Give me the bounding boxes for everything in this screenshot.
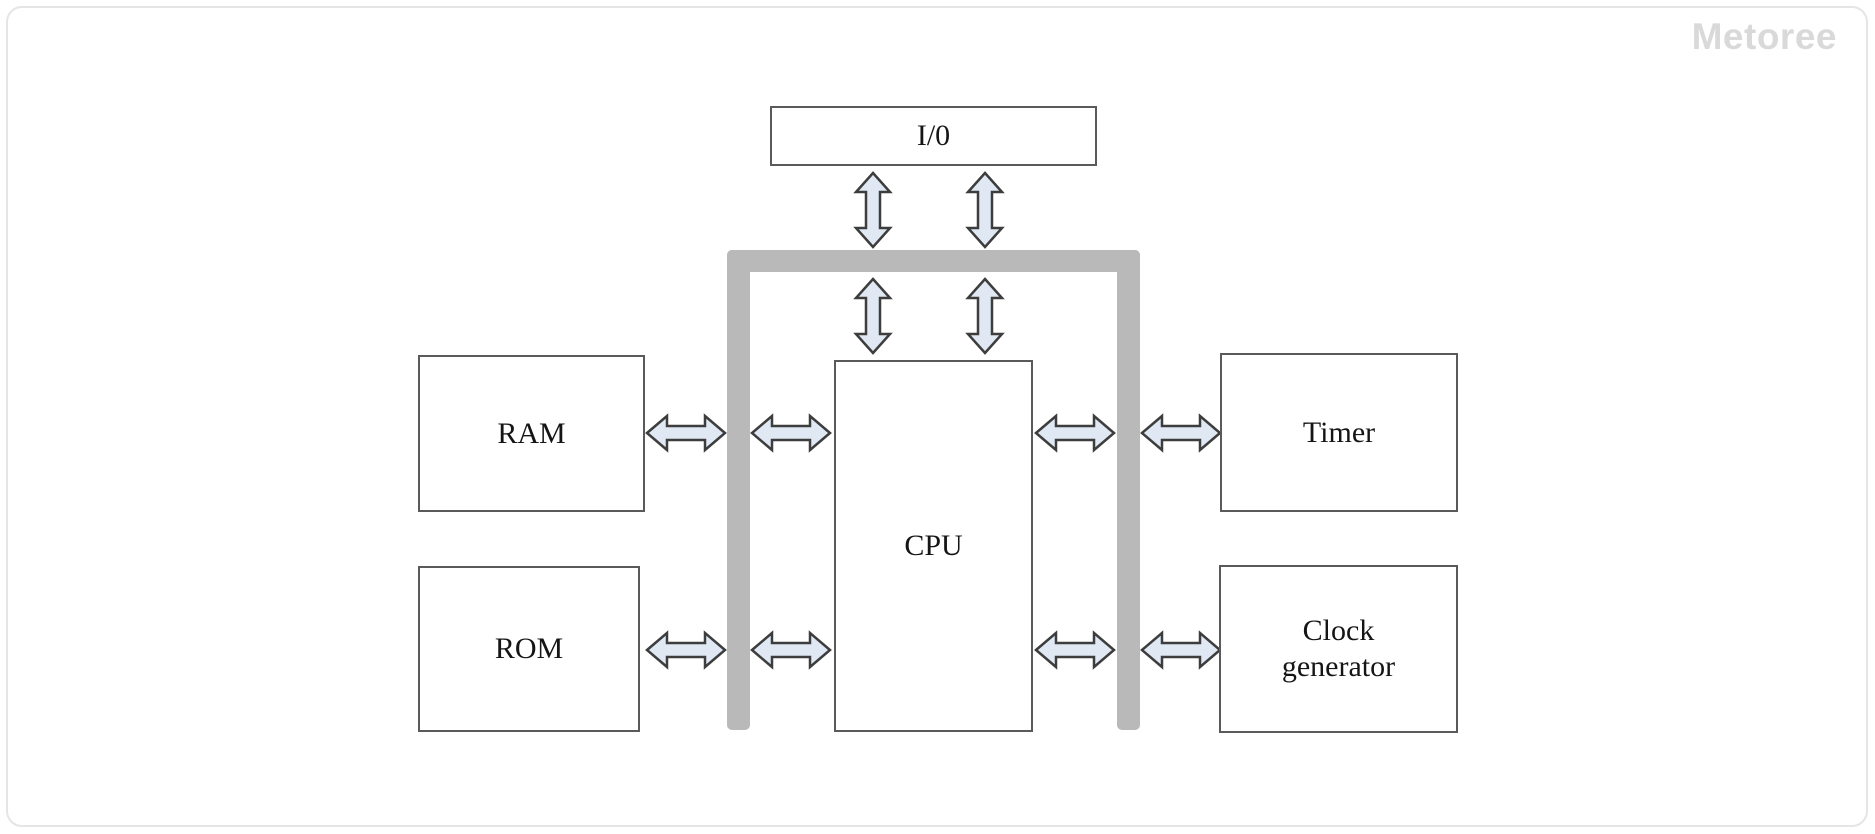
system-bus-left-leg — [727, 250, 750, 730]
arrow-bus-cpu-upper-left-icon — [750, 413, 832, 453]
node-cpu-label: CPU — [904, 529, 963, 562]
arrow-io-bus-right-icon — [965, 171, 1005, 249]
node-io: I/0 — [770, 106, 1097, 166]
arrow-bus-cpu-lower-left-icon — [750, 630, 832, 670]
arrow-io-bus-left-icon — [853, 171, 893, 249]
metoree-logo: Metoree — [1691, 16, 1837, 57]
node-clock-generator: Clock generator — [1219, 565, 1458, 733]
node-ram: RAM — [418, 355, 645, 512]
arrow-bus-clock-generator-icon — [1140, 630, 1222, 670]
node-cpu: CPU — [834, 360, 1033, 732]
arrow-bus-cpu-right-icon — [965, 277, 1005, 355]
node-timer: Timer — [1220, 353, 1458, 512]
node-rom-label: ROM — [494, 632, 564, 665]
system-bus-right-leg — [1117, 250, 1140, 730]
node-ram-label: RAM — [497, 416, 566, 450]
arrow-cpu-bus-upper-right-icon — [1034, 413, 1116, 453]
arrow-rom-bus-icon — [645, 630, 727, 670]
arrow-ram-bus-icon — [645, 413, 727, 453]
node-clock-generator-label: Clock generator — [1281, 614, 1396, 683]
arrow-bus-timer-icon — [1140, 413, 1222, 453]
arrow-cpu-bus-lower-right-icon — [1034, 630, 1116, 670]
node-rom: ROM — [418, 566, 640, 732]
system-bus-top-segment — [727, 250, 1140, 272]
node-io-label: I/0 — [916, 119, 951, 152]
node-timer-label: Timer — [1302, 415, 1376, 449]
arrow-bus-cpu-left-icon — [853, 277, 893, 355]
